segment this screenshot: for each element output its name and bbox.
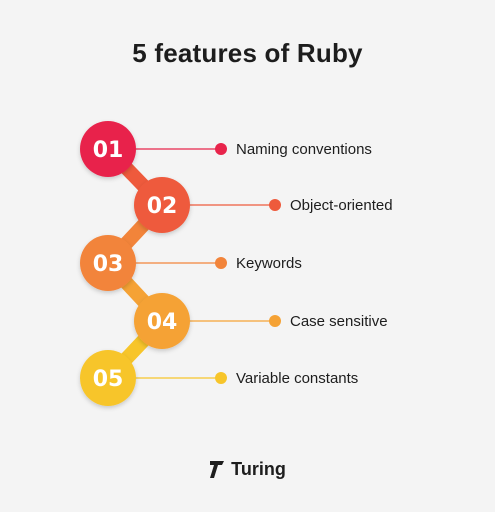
feature-number-circle bbox=[80, 121, 136, 177]
feature-number-circle bbox=[134, 177, 190, 233]
page-title: 5 features of Ruby bbox=[132, 38, 363, 68]
feature-nodes: 01 02 03 04 05 bbox=[80, 121, 190, 406]
feature-number: 04 bbox=[147, 310, 178, 335]
feature-label: Object-oriented bbox=[290, 197, 393, 214]
feature-number: 05 bbox=[93, 367, 124, 392]
feature-label: Keywords bbox=[236, 255, 302, 272]
connector-dot bbox=[269, 199, 281, 211]
brand: Turing bbox=[0, 458, 495, 480]
connector-dot bbox=[215, 257, 227, 269]
feature-label: Variable constants bbox=[236, 370, 358, 387]
feature-label: Naming conventions bbox=[236, 141, 372, 158]
feature-number-circle bbox=[80, 350, 136, 406]
brand-name: Turing bbox=[231, 458, 286, 479]
feature-number: 03 bbox=[93, 252, 124, 277]
feature-number: 01 bbox=[93, 138, 124, 163]
feature-label: Case sensitive bbox=[290, 313, 388, 330]
connector-dot bbox=[215, 143, 227, 155]
turing-logo-icon bbox=[210, 461, 225, 479]
connector-lines: Naming conventionsObject-orientedKeyword… bbox=[134, 141, 393, 387]
feature-number-circle bbox=[134, 293, 190, 349]
connector-dot bbox=[215, 372, 227, 384]
connector-dot bbox=[269, 315, 281, 327]
feature-number: 02 bbox=[147, 194, 178, 219]
feature-number-circle bbox=[80, 235, 136, 291]
